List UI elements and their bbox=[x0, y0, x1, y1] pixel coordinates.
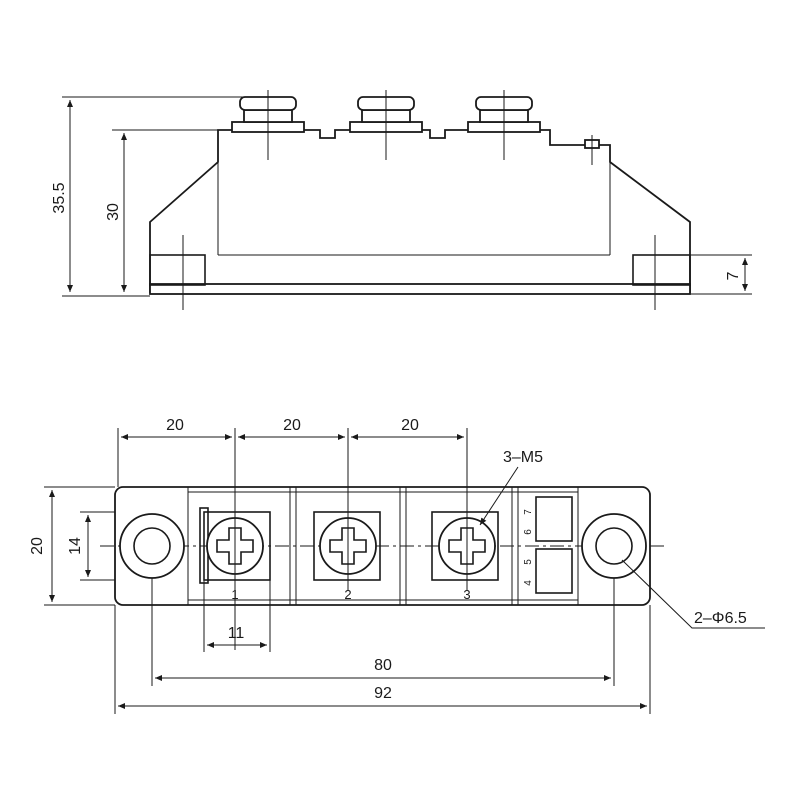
aux-pin-block: 7 6 5 4 bbox=[523, 496, 573, 594]
dim-width-label: 20 bbox=[29, 537, 46, 555]
dim-width: 20 bbox=[29, 486, 115, 606]
dim-hole-spacing: 80 bbox=[151, 578, 615, 686]
callout-screws: 3–M5 bbox=[479, 449, 543, 526]
dim-pitch-3-label: 20 bbox=[401, 417, 419, 434]
dim-terminal-width: 11 bbox=[203, 580, 271, 652]
mounting-hole-right bbox=[581, 513, 647, 579]
mounting-hole-left bbox=[119, 513, 185, 579]
top-view: 1 2 3 7 6 5 4 20 20 20 3–M5 bbox=[29, 417, 765, 714]
screw-terminal-side-1 bbox=[231, 90, 305, 160]
terminal-label-3: 3 bbox=[463, 587, 470, 602]
callout-screws-label: 3–M5 bbox=[503, 449, 543, 466]
terminal-label-2: 2 bbox=[344, 587, 351, 602]
callout-holes: 2–Φ6.5 bbox=[621, 559, 765, 629]
dim-pitch-2-label: 20 bbox=[283, 417, 301, 434]
dim-foot-height: 7 bbox=[690, 254, 752, 295]
side-view: 35.5 30 7 bbox=[51, 90, 752, 310]
dim-inner-width: 14 bbox=[67, 511, 115, 581]
dim-foot-height-label: 7 bbox=[725, 271, 742, 280]
terminal-label-1: 1 bbox=[231, 587, 238, 602]
dim-overall-length-label: 92 bbox=[374, 685, 392, 702]
dim-body-height: 30 bbox=[105, 129, 232, 292]
dim-terminal-width-label: 11 bbox=[228, 625, 245, 642]
dim-hole-spacing-label: 80 bbox=[374, 657, 392, 674]
screw-terminal-side-2 bbox=[349, 90, 423, 160]
mounting-foot-left bbox=[149, 254, 206, 286]
dim-body-height-label: 30 bbox=[105, 203, 122, 221]
aux-pin-label-4: 4 bbox=[523, 580, 534, 586]
dim-total-height-label: 35.5 bbox=[51, 182, 68, 213]
dim-pitch-row: 20 20 20 bbox=[117, 417, 464, 487]
callout-holes-label: 2–Φ6.5 bbox=[694, 610, 747, 627]
dim-inner-width-label: 14 bbox=[67, 537, 84, 555]
dim-total-height: 35.5 bbox=[51, 96, 250, 297]
base-plate-side bbox=[149, 283, 691, 295]
aux-pin-label-6: 6 bbox=[523, 529, 534, 535]
dim-pitch-1-label: 20 bbox=[166, 417, 184, 434]
dim-overall-length: 92 bbox=[114, 605, 651, 714]
aux-pin-label-5: 5 bbox=[523, 559, 534, 565]
aux-pin-label-7: 7 bbox=[523, 509, 534, 515]
module-body-side bbox=[149, 129, 691, 293]
screw-terminal-side-3 bbox=[467, 90, 541, 160]
mounting-foot-right bbox=[632, 254, 691, 286]
